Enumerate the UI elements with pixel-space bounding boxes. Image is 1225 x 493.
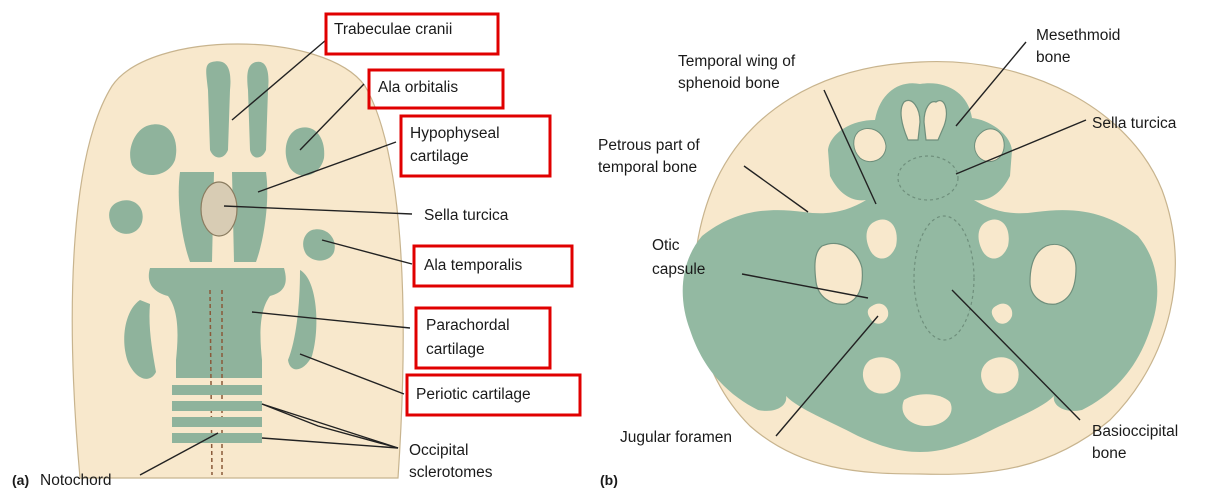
label-hypophyseal-1: Hypophyseal [410, 125, 500, 142]
label-ala-orbitalis: Ala orbitalis [378, 79, 458, 96]
label-parachordal-1: Parachordal [426, 317, 510, 334]
label-mesethmoid-1: Mesethmoid [1036, 27, 1120, 44]
occipital-sclerotome-1 [172, 385, 262, 395]
label-occipital-1: Occipital [409, 442, 468, 459]
label-petrous-2: temporal bone [598, 159, 697, 176]
panel-a-diagram: Trabeculae cranii Ala orbitalis Hypophys… [12, 14, 580, 489]
label-petrous-1: Petrous part of [598, 137, 700, 154]
label-sella-turcica-b: Sella turcica [1092, 115, 1177, 132]
label-otic-1: Otic [652, 237, 680, 254]
ala-orbitalis-right [286, 127, 325, 175]
label-trabeculae-cranii: Trabeculae cranii [334, 21, 452, 38]
trabecula-left [206, 61, 230, 157]
label-basioccipital-1: Basioccipital [1092, 423, 1178, 440]
occipital-sclerotome-3 [172, 417, 262, 427]
label-parachordal-2: cartilage [426, 341, 485, 358]
sella-turcica-a [201, 182, 237, 236]
otic-capsule-right [1030, 244, 1076, 304]
label-temporal-wing-2: sphenoid bone [678, 75, 780, 92]
label-periotic-cartilage: Periotic cartilage [416, 386, 531, 403]
label-notochord: Notochord [40, 472, 112, 489]
occipital-sclerotome-4 [172, 433, 262, 443]
panel-b-diagram: Temporal wing of sphenoid bone Mesethmoi… [598, 27, 1178, 488]
posterior-cavity-right [981, 357, 1019, 393]
occipital-sclerotome-2 [172, 401, 262, 411]
posterior-cavity-left [863, 357, 901, 393]
label-otic-2: capsule [652, 261, 705, 278]
label-basioccipital-2: bone [1092, 445, 1126, 462]
panel-b-letter: (b) [600, 472, 618, 488]
label-temporal-wing-1: Temporal wing of [678, 53, 796, 70]
trabecula-right [247, 62, 268, 158]
label-ala-temporalis: Ala temporalis [424, 257, 522, 274]
label-hypophyseal-2: cartilage [410, 148, 469, 165]
label-jugular-foramen: Jugular foramen [620, 429, 732, 446]
label-mesethmoid-2: bone [1036, 49, 1070, 66]
label-occipital-2: sclerotomes [409, 464, 493, 481]
label-sella-turcica-a: Sella turcica [424, 207, 509, 224]
panel-a-letter: (a) [12, 472, 29, 488]
